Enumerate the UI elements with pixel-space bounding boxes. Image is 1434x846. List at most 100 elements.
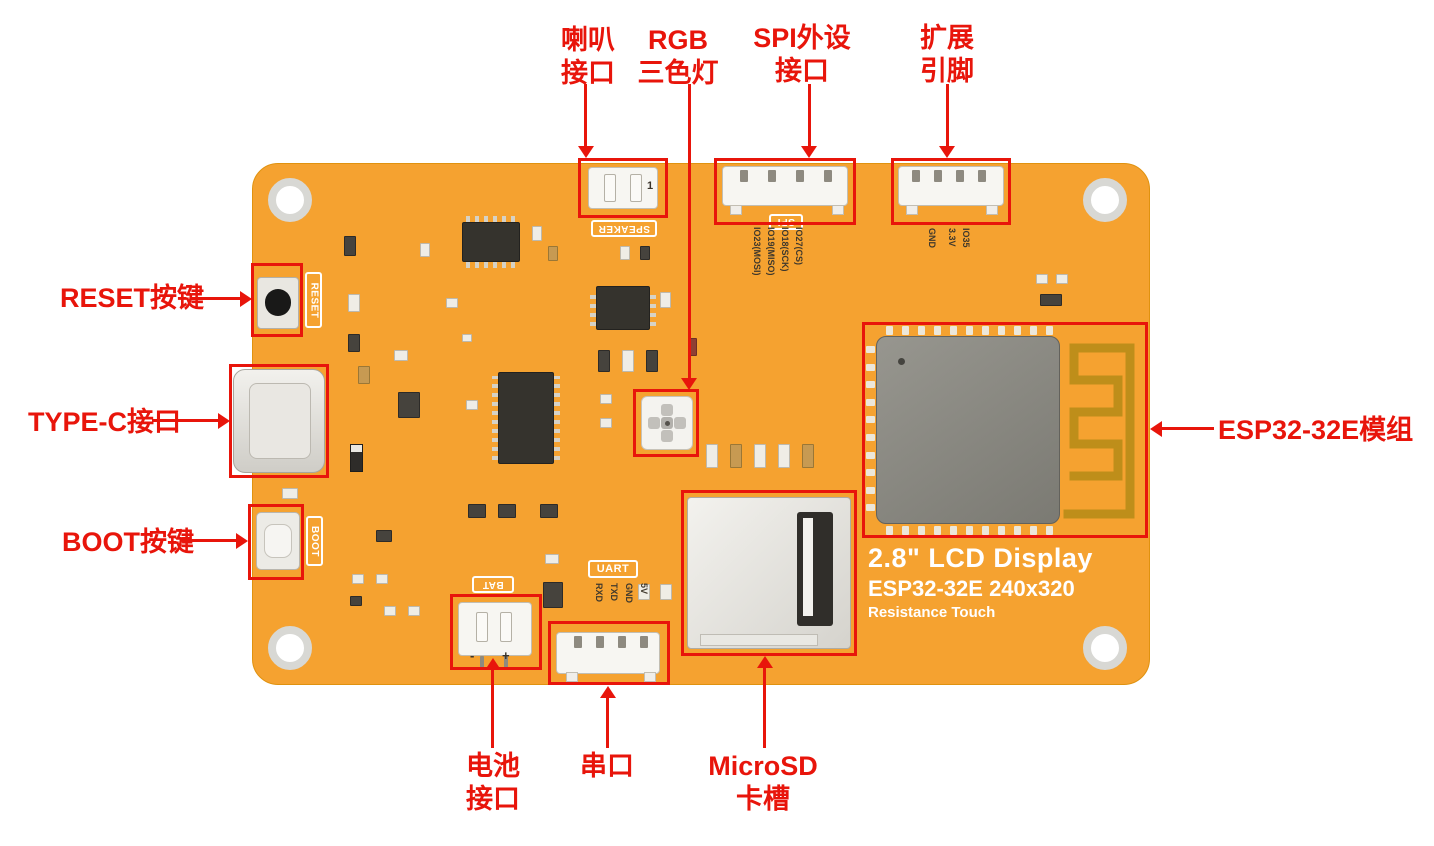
board-title-text: 2.8" LCD Display [868,543,1093,573]
silkscreen-speaker-label: SPEAKER [591,220,657,237]
smd-component [548,246,558,261]
connector-pin [476,612,488,642]
esp32-pad [982,326,989,335]
connector-pin [630,174,642,202]
esp32-pad [950,526,957,535]
spi-arrowhead [801,146,817,158]
expansion-arrow-line [946,84,949,146]
smd-component [545,554,559,564]
connector-slot [768,170,776,182]
smd-component [620,246,630,260]
battery-annotation-label: 电池 接口 [444,750,542,816]
ic-chip [492,372,560,464]
uart-pin-label: RXD [594,583,604,603]
silkscreen-boot-label: BOOT [306,516,323,566]
rgb-annotation-line1: RGB [648,25,708,55]
battery-connector [458,602,532,656]
connector-slot [740,170,748,182]
microsd-annotation-line2: 卡槽 [736,783,790,814]
esp32-pad [1014,326,1021,335]
connector-slot [934,170,942,182]
battery-annotation-line2: 接口 [466,783,520,814]
esp32-pad [998,326,1005,335]
board-touch-text: Resistance Touch [868,604,996,621]
expansion-annotation-line1: 扩展 [920,23,974,53]
rgb-annotation-line2: 三色灯 [637,57,719,88]
spi-annotation-line2: 接口 [775,55,829,86]
microsd-arrow-line [763,668,766,748]
smd-component [543,582,563,608]
smd-component [660,584,672,600]
smd-component [778,444,790,468]
speaker-annotation-line2: 接口 [561,57,615,88]
rgb-highlight-box [633,389,699,457]
expansion-pin-label: 3.3V [947,228,957,247]
silkscreen-uart-text: UART [596,563,630,575]
reset-button [265,289,291,316]
esp32-pad [866,452,875,459]
expansion-pin-label: GND [927,228,937,248]
esp32-module-shield [876,336,1060,524]
microsd-lip [700,634,818,646]
esp32-pad [1046,526,1053,535]
smd-component [1036,274,1048,284]
silkscreen-reset-text: RESET [308,282,319,318]
reset-annotation-label: RESET按键 [60,283,205,313]
pcb-antenna [1063,343,1135,519]
esp32-annotation-label: ESP32-32E模组 [1218,415,1414,445]
serial-arrowhead [600,686,616,698]
uart-pin-label: TXD [609,583,619,601]
expansion-pin-label: IO35 [961,228,971,248]
uart-pin-label: 5V [639,583,649,595]
reset-arrow-line [190,297,240,300]
smd-component [376,530,392,542]
esp32-pad [902,326,909,335]
esp32-highlight-box [862,322,1148,538]
esp32-pad [866,487,875,494]
diode [350,444,363,472]
silkscreen-speaker-text: SPEAKER [598,223,650,234]
esp32-pad [902,526,909,535]
expansion-arrowhead [939,146,955,158]
connector-slot [978,170,986,182]
esp32-pad [866,399,875,406]
esp32-pad [866,416,875,423]
esp32-pad [934,326,941,335]
smd-component [1040,294,1062,306]
smd-component [498,504,516,518]
connector-leg [504,656,508,668]
boot-button [264,524,292,558]
rgb-arrow-line [688,84,691,378]
connector-slot [618,636,626,648]
connector-tab [730,205,742,215]
smd-component [600,418,612,428]
smd-component [420,243,430,257]
speaker-annotation-label: 喇叭 接口 [540,24,636,90]
microsd-highlight-box [681,490,857,656]
esp32-pad [982,526,989,535]
smd-component [598,350,610,372]
type-c-opening [249,383,311,459]
smd-component [468,504,486,518]
smd-component [462,334,472,342]
smd-component [398,392,420,418]
esp32-pad [966,526,973,535]
esp32-pad [998,526,1005,535]
microsd-annotation-line1: MicroSD [708,751,818,781]
expansion-annotation-label: 扩展 引脚 [898,22,996,88]
speaker-annotation-line1: 喇叭 [561,25,615,55]
speaker-arrow-line [584,84,587,146]
esp32-pad [866,381,875,388]
connector-slot [956,170,964,182]
esp32-pad [950,326,957,335]
smd-component [646,350,658,372]
reset-highlight-box [251,263,303,337]
speaker-arrowhead [578,146,594,158]
esp32-pad [1046,326,1053,335]
smd-component [348,334,360,352]
uart-pin-label: GND [624,583,634,603]
uart-highlight-box [548,621,670,685]
boot-highlight-box [248,504,304,580]
speaker-pin1-mark: 1 [647,180,654,192]
boot-arrow-line [182,539,236,542]
